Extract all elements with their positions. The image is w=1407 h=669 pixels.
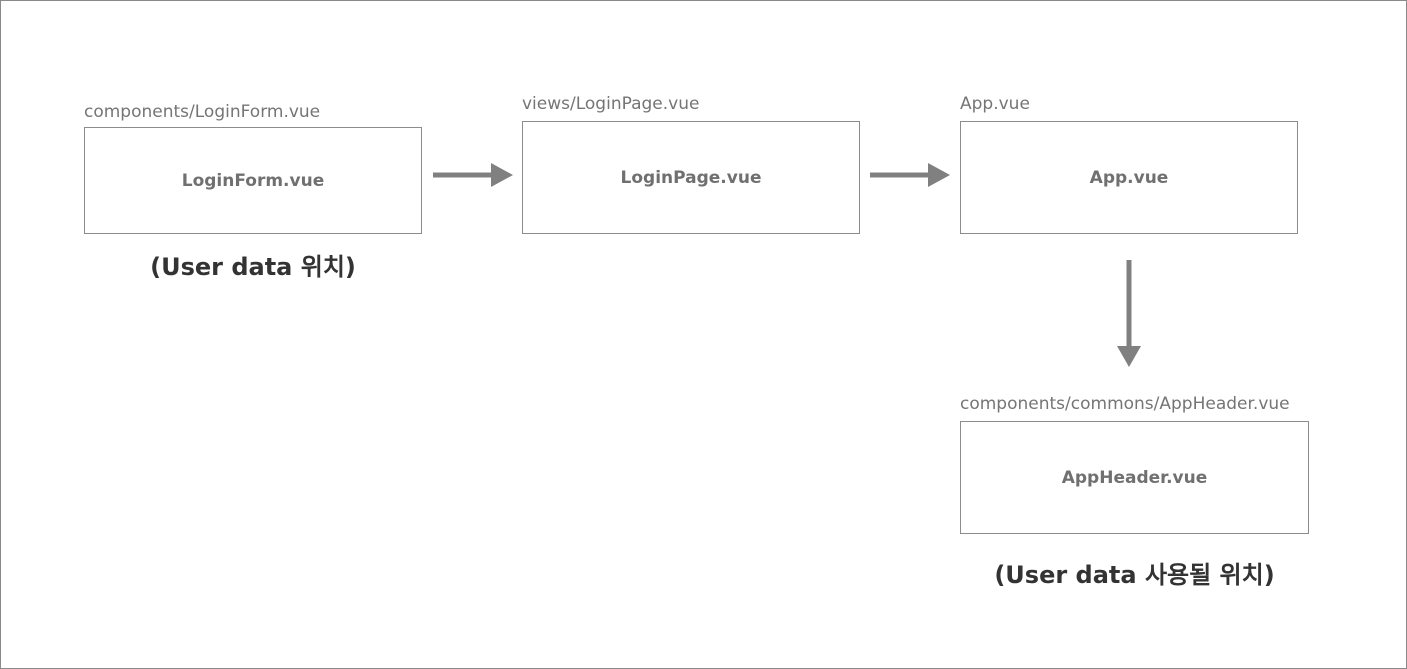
loginpage-box: LoginPage.vue (522, 121, 860, 234)
loginform-title: LoginForm.vue (181, 170, 325, 191)
app-title: App.vue (1089, 167, 1169, 188)
arrow-loginform-to-loginpage (433, 163, 513, 187)
app-box: App.vue (960, 121, 1298, 234)
appheader-box: AppHeader.vue (960, 421, 1309, 534)
user-data-source-note: (User data 위치) (150, 253, 356, 281)
loginform-path-label: components/LoginForm.vue (84, 102, 321, 122)
appheader-path-label: components/commons/AppHeader.vue (960, 394, 1290, 414)
arrow-app-to-appheader (1117, 260, 1141, 367)
arrow-loginpage-to-app (870, 163, 950, 187)
loginpage-path-label: views/LoginPage.vue (522, 94, 700, 114)
user-data-usage-note: (User data 사용될 위치) (994, 561, 1275, 589)
loginpage-title: LoginPage.vue (620, 167, 762, 188)
app-path-label: App.vue (960, 94, 1030, 114)
appheader-title: AppHeader.vue (1061, 467, 1208, 488)
loginform-box: LoginForm.vue (84, 127, 422, 234)
